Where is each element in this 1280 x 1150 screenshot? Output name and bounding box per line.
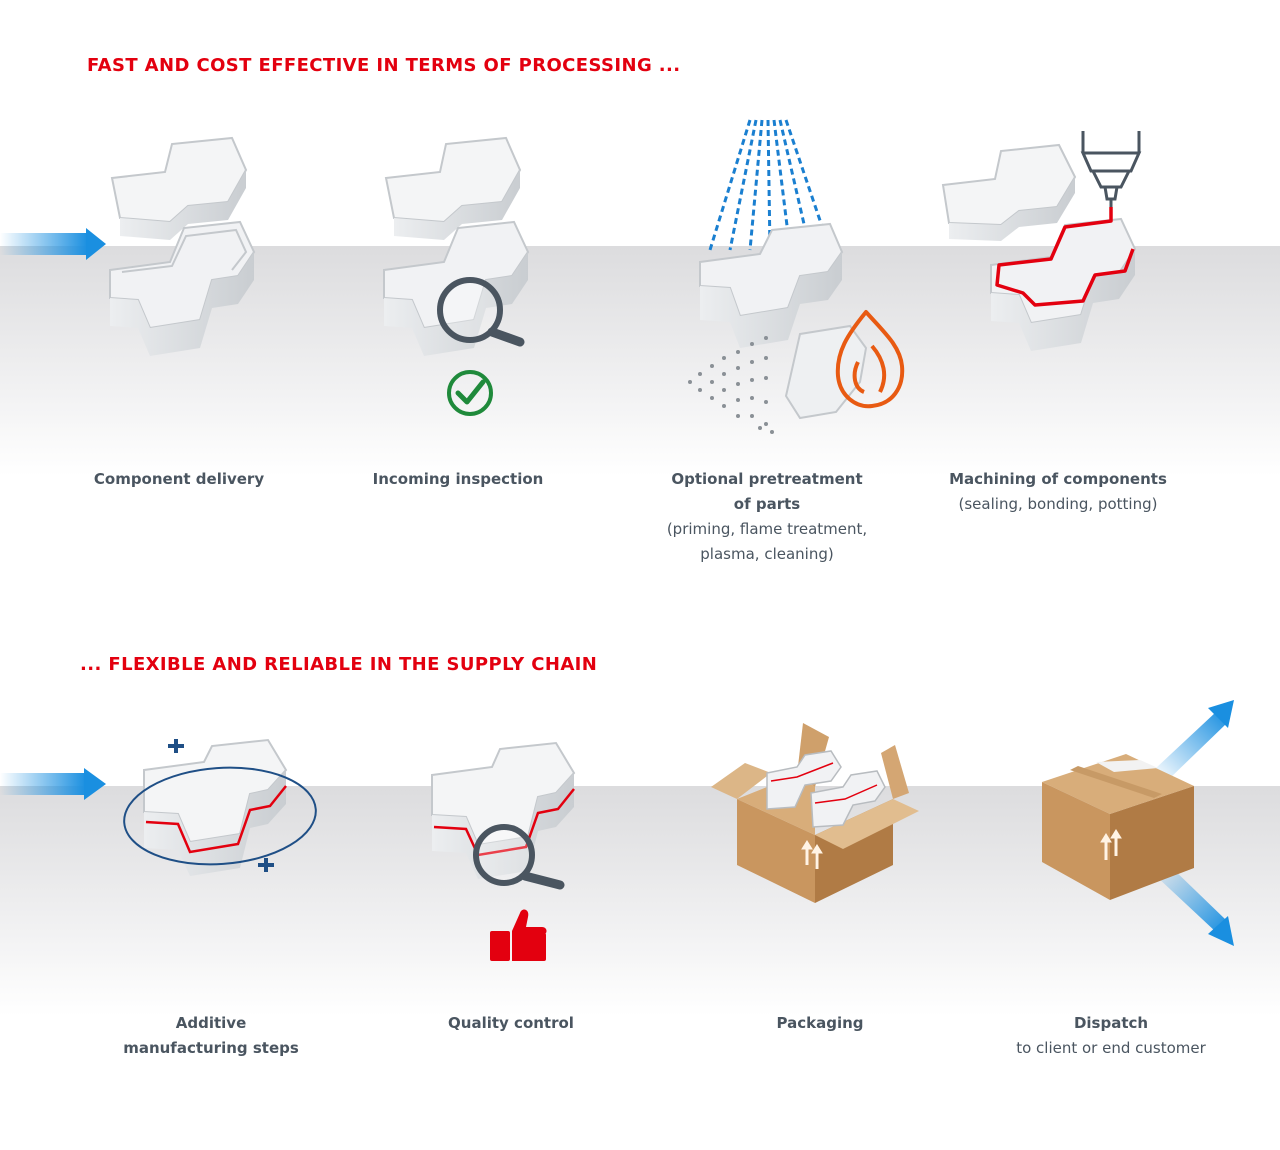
component-part-icon xyxy=(143,738,288,876)
caption-pretreatment: Optional pretreatment of parts (priming,… xyxy=(647,467,887,567)
closed-box-icon xyxy=(1042,754,1194,900)
plus-marker-icon xyxy=(168,739,274,872)
plasma-dots-icon xyxy=(688,336,774,434)
step-incoming-inspection-illustration xyxy=(383,136,530,416)
caption-title: Quality control xyxy=(448,1014,574,1032)
caption-quality-control: Quality control xyxy=(391,1011,631,1036)
step-dispatch-illustration xyxy=(1042,700,1234,946)
caption-title: Component delivery xyxy=(93,470,265,488)
rotation-ring-icon xyxy=(123,766,317,866)
step-packaging-illustration xyxy=(711,723,919,903)
outgoing-arrow-down-icon xyxy=(1156,864,1234,946)
step-machining-illustration xyxy=(941,131,1142,351)
component-part-icon xyxy=(431,741,576,879)
heading-supply-chain: ... FLEXIBLE AND RELIABLE IN THE SUPPLY … xyxy=(80,654,598,675)
step-quality-control-illustration xyxy=(431,741,576,961)
flame-icon xyxy=(835,310,905,409)
parts-inside-icon xyxy=(766,750,886,828)
caption-packaging: Packaging xyxy=(700,1011,940,1036)
caption-title: Incoming inspection xyxy=(372,470,544,488)
caption-additive: Additive manufacturing steps xyxy=(91,1011,331,1061)
step-additive-illustration xyxy=(0,738,317,876)
dispenser-nozzle-icon xyxy=(1080,131,1142,207)
caption-title-line1: Optional pretreatment xyxy=(671,470,863,488)
step-pretreatment-illustration xyxy=(688,119,905,434)
thumbs-up-icon xyxy=(490,909,547,961)
incoming-arrow-icon xyxy=(0,228,106,260)
caption-incoming-inspection: Incoming inspection xyxy=(338,467,578,492)
component-part-icon xyxy=(109,136,256,356)
outgoing-arrow-up-icon xyxy=(1156,700,1234,780)
step-component-delivery-illustration xyxy=(0,136,256,356)
layer-line xyxy=(145,785,287,854)
magnifier-icon xyxy=(473,824,565,890)
check-circle-icon xyxy=(447,370,493,416)
caption-component-delivery: Component delivery xyxy=(59,467,299,492)
caption-detail: to client or end customer xyxy=(1016,1039,1206,1057)
layer-line xyxy=(433,788,575,857)
caption-machining: Machining of components (sealing, bondin… xyxy=(938,467,1178,517)
caption-title: Dispatch xyxy=(1073,1014,1149,1032)
caption-dispatch: Dispatch to client or end customer xyxy=(991,1011,1231,1061)
heading-processing: FAST AND COST EFFECTIVE IN TERMS OF PROC… xyxy=(87,55,681,76)
caption-detail-line2: plasma, cleaning) xyxy=(700,545,834,563)
sealant-bead-line xyxy=(995,207,1135,307)
caption-detail: (sealing, bonding, potting) xyxy=(958,495,1158,513)
caption-title: Machining of components xyxy=(949,470,1167,488)
caption-detail-line1: (priming, flame treatment, xyxy=(666,520,868,538)
component-part-icon xyxy=(941,143,1137,351)
this-way-up-icon xyxy=(801,840,823,869)
this-way-up-icon xyxy=(1100,829,1122,860)
caption-title: Packaging xyxy=(776,1014,864,1032)
caption-title-line2: of parts xyxy=(733,495,801,513)
caption-title-line2: manufacturing steps xyxy=(123,1039,299,1057)
magnifier-icon xyxy=(437,277,525,347)
caption-title-line1: Additive xyxy=(175,1014,247,1032)
component-part-icon xyxy=(383,136,530,356)
incoming-arrow-icon xyxy=(0,768,106,800)
